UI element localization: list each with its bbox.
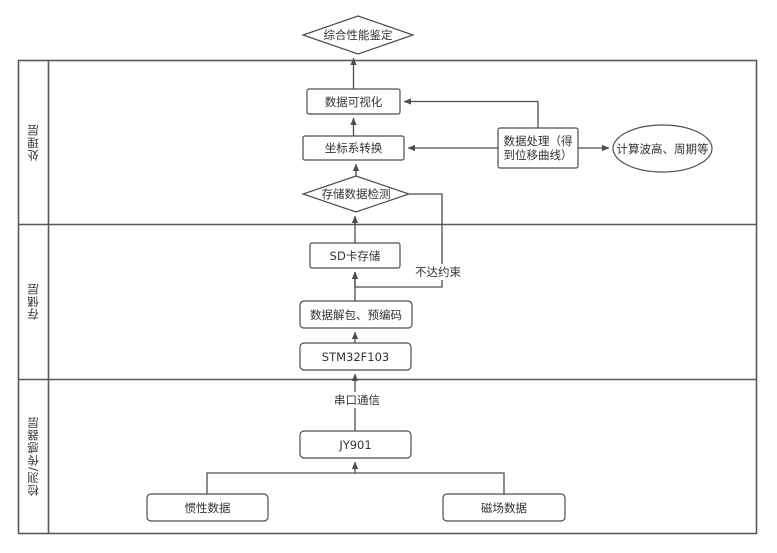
node-shape-data-unpack-precode (299, 300, 413, 329)
node-shape-stored-data-check (301, 175, 411, 213)
node-shape-magnetic-data (442, 493, 566, 522)
node-shape-wave-calculation (612, 124, 713, 173)
connectors (206, 57, 610, 494)
node-shapes (146, 15, 713, 522)
node-shape-jy901 (299, 430, 412, 459)
node-shape-stm32f103 (299, 342, 412, 371)
node-shape-sd-card-storage (309, 242, 401, 269)
node-shape-coordinate-transform (302, 135, 405, 161)
node-shape-data-visualization (306, 88, 401, 115)
node-shape-comprehensive-evaluation (301, 15, 415, 55)
node-shape-inertial-data (146, 493, 269, 522)
edge-processing-to-visualization (403, 98, 539, 128)
node-shape-data-processing (497, 127, 579, 169)
swimlane-frame (17, 59, 758, 535)
edge-sensors-bus (206, 472, 505, 494)
